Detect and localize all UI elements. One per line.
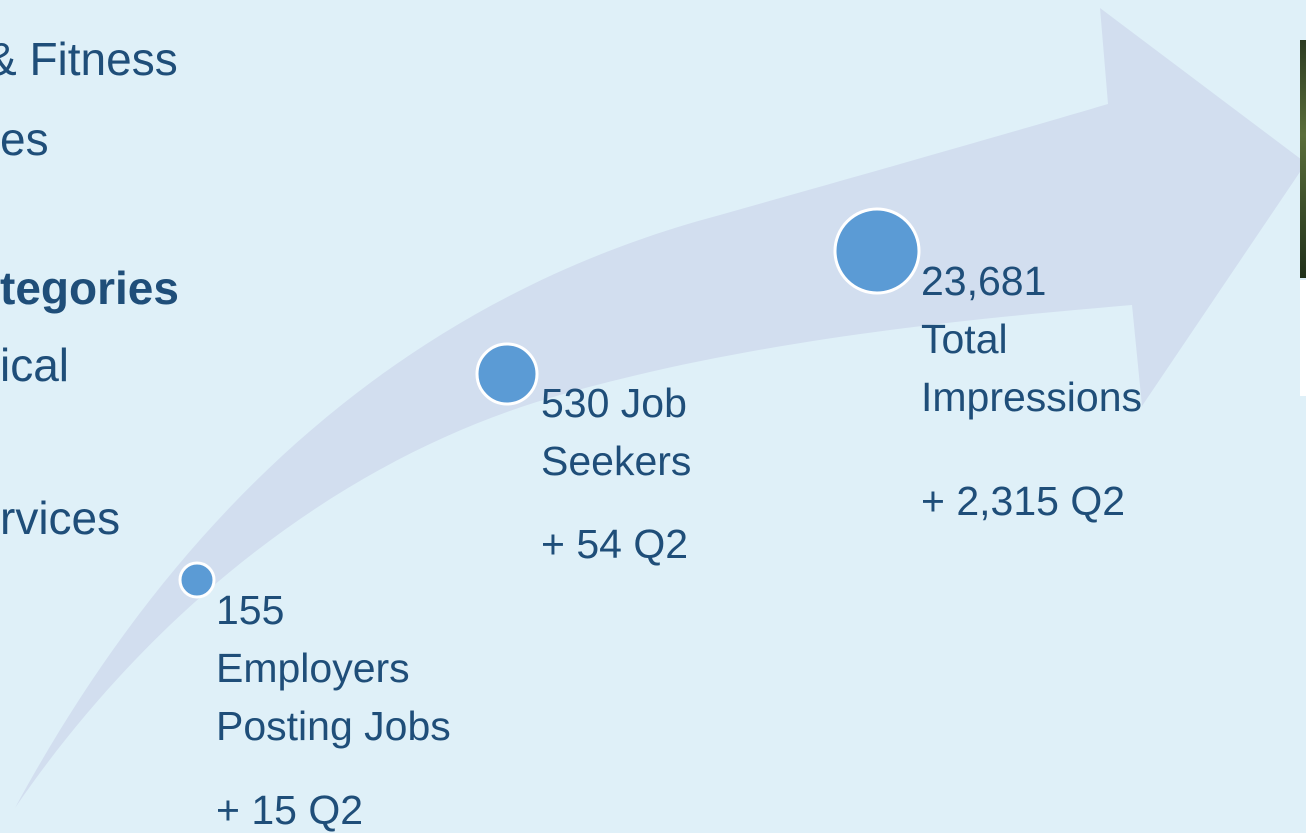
marker-employers <box>178 561 216 599</box>
edge-card <box>1300 280 1306 396</box>
metric-employers-delta: + 15 Q2 <box>216 787 364 833</box>
left-list-heading: tegories <box>0 262 179 314</box>
left-list-line-2: es <box>0 113 49 165</box>
arrow-shape <box>15 8 1306 808</box>
marker-job-seekers <box>475 342 539 406</box>
edge-photo <box>1300 40 1306 278</box>
metric-employers-label: 155 Employers Posting Jobs <box>216 587 451 749</box>
metric-job-seekers-delta: + 54 Q2 <box>541 521 689 567</box>
metric-impressions-delta: + 2,315 Q2 <box>921 478 1126 524</box>
left-list-line-4: ical <box>0 339 70 391</box>
left-list-line-1: & Fitness <box>0 33 178 85</box>
metric-impressions-label: 23,681 Total Impressions <box>921 258 1143 420</box>
marker-impressions <box>833 207 921 295</box>
metric-job-seekers-label: 530 Job Seekers <box>541 380 692 484</box>
left-list-line-5: rvices <box>0 492 121 544</box>
